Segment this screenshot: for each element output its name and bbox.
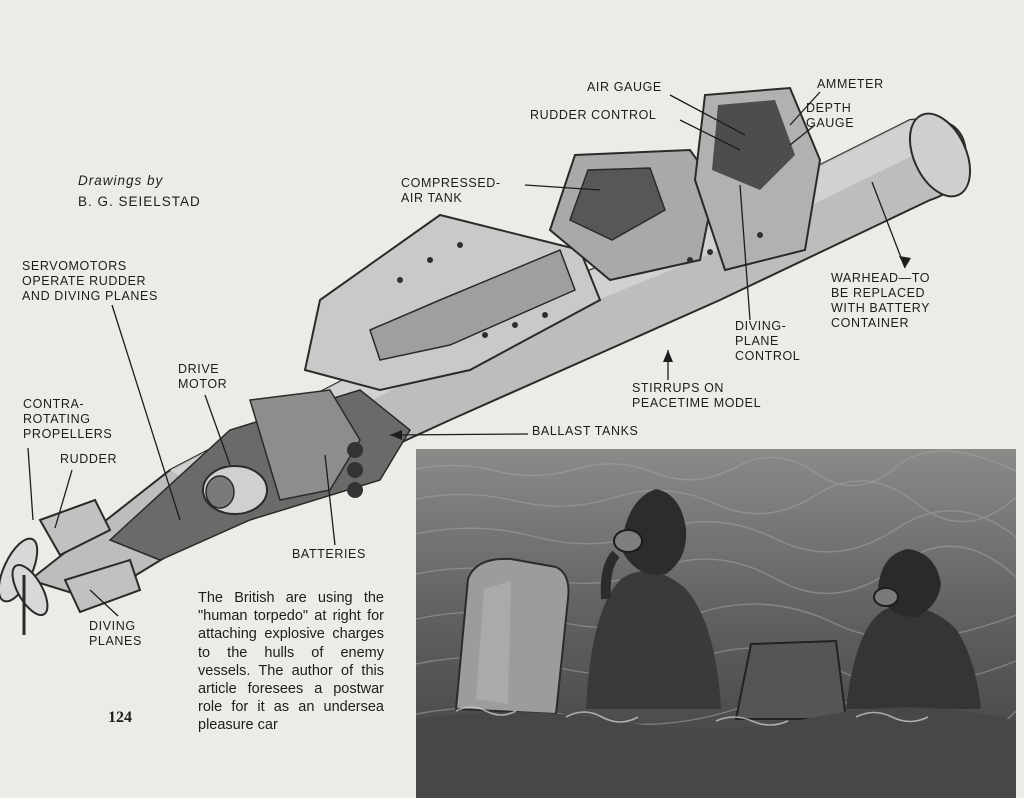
label-drive-motor: DRIVE MOTOR bbox=[178, 362, 228, 391]
photo-drawing bbox=[416, 449, 1016, 798]
leader-lines bbox=[27, 91, 906, 617]
label-air-gauge: AIR GAUGE bbox=[587, 80, 662, 94]
article-caption: The British are using the "human torpedo… bbox=[198, 590, 384, 734]
label-warhead: WARHEAD—TO BE REPLACED WITH BATTERY CONT… bbox=[831, 271, 931, 330]
label-diving-planes: DIVING PLANES bbox=[89, 619, 142, 648]
credit-line-1: Drawings by bbox=[78, 173, 164, 188]
illustration-credit: Drawings by B. G. SEIELSTAD bbox=[78, 170, 201, 212]
label-diving-plane-control: DIVING- PLANE CONTROL bbox=[735, 319, 801, 363]
label-depth-gauge: DEPTH GAUGE bbox=[806, 101, 855, 130]
divers-at-sea-photo bbox=[416, 449, 1016, 798]
label-ballast-tanks: BALLAST TANKS bbox=[532, 424, 639, 438]
label-ammeter: AMMETER bbox=[817, 77, 884, 91]
label-servomotors: SERVOMOTORS OPERATE RUDDER AND DIVING PL… bbox=[22, 259, 158, 303]
label-rudder: RUDDER bbox=[60, 452, 118, 466]
label-compressed-air-tank: COMPRESSED- AIR TANK bbox=[401, 176, 501, 205]
label-stirrups: STIRRUPS ON PEACETIME MODEL bbox=[632, 381, 762, 410]
label-rudder-control: RUDDER CONTROL bbox=[530, 108, 657, 122]
human-torpedo-cutaway-illustration bbox=[0, 86, 972, 635]
label-batteries: BATTERIES bbox=[292, 547, 366, 561]
page-number: 124 bbox=[108, 709, 132, 726]
credit-line-2: B. G. SEIELSTAD bbox=[78, 194, 201, 209]
label-contra-rotating-propellers: CONTRA- ROTATING PROPELLERS bbox=[23, 397, 113, 441]
torpedo-hull bbox=[0, 86, 972, 635]
